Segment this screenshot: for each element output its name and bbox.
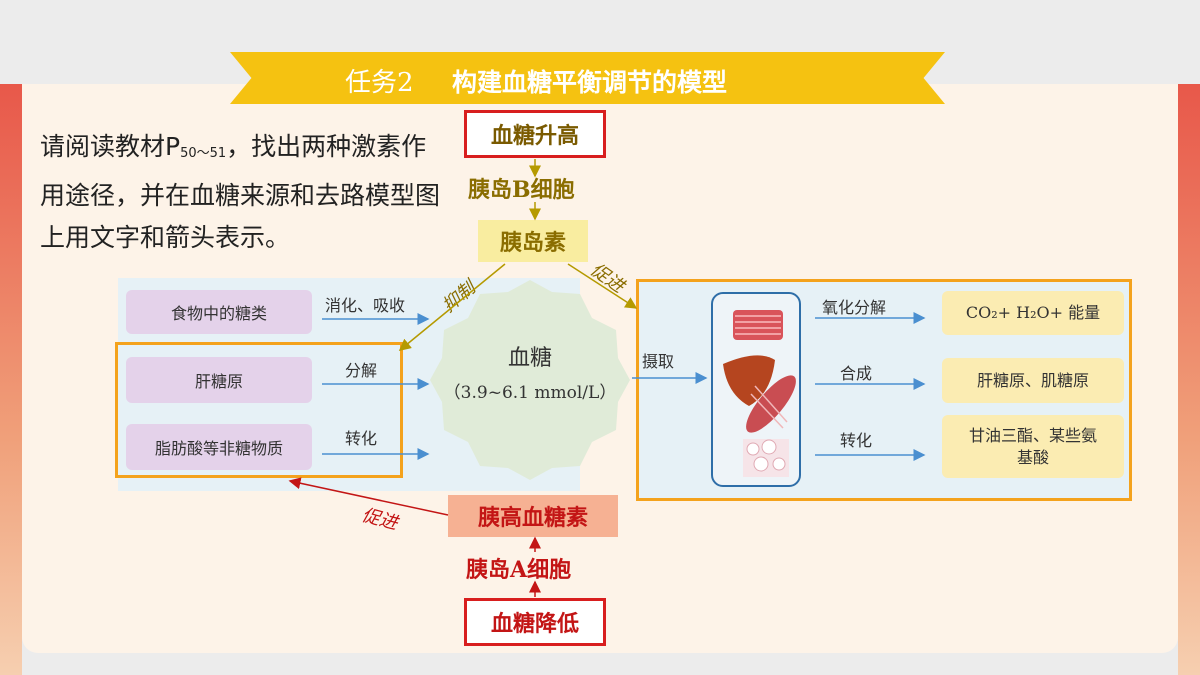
glucagon-box: 胰高血糖素	[448, 495, 618, 537]
source-liver-glycogen: 肝糖原	[126, 357, 312, 403]
instructions-page-range: 50～51	[180, 146, 227, 161]
task-label: 任务2	[345, 68, 414, 98]
title-banner	[230, 52, 945, 104]
process-decompose: 分解	[345, 361, 378, 380]
process-synthesize: 合成	[840, 364, 873, 383]
uptake-label: 摄取	[642, 352, 675, 371]
result-triglyceride: 甘油三酯、某些氨基酸	[942, 415, 1124, 478]
blood-sugar-range: （3.9~6.1 mmol/L）	[443, 383, 617, 403]
process-oxidize: 氧化分解	[822, 298, 887, 317]
organ-illustrations	[723, 310, 796, 477]
source-food-sugar: 食物中的糖类	[126, 290, 312, 334]
glucose-rise-box: 血糖升高	[464, 110, 606, 158]
page-title: 构建血糖平衡调节的模型	[452, 68, 728, 97]
liver-source-frame	[115, 342, 403, 478]
left-side-bar	[0, 84, 22, 675]
alpha-cell-label: 胰岛A细胞	[466, 557, 572, 583]
result-glycogen: 肝糖原、肌糖原	[942, 358, 1124, 403]
tissue-icon	[733, 310, 783, 340]
insulin-box: 胰岛素	[478, 220, 588, 262]
organ-panel	[711, 292, 801, 487]
instructions-before: 请阅读教材P	[40, 132, 181, 161]
process-convert: 转化	[345, 429, 378, 448]
result-energy: CO₂+ H₂O+ 能量	[942, 291, 1124, 335]
muscle-icon	[746, 375, 796, 433]
instructions-after: ，找出两种激素作用途径，并在血糖来源和去路模型图上用文字和箭头表示。	[40, 132, 441, 252]
glucose-fall-box: 血糖降低	[464, 598, 606, 646]
process-digest-absorb: 消化、吸收	[325, 296, 406, 315]
process-transform: 转化	[840, 431, 873, 450]
instructions: 请阅读教材P50～51，找出两种激素作用途径，并在血糖来源和去路模型图上用文字和…	[40, 126, 440, 259]
beta-cell-label: 胰岛B细胞	[468, 177, 575, 203]
right-side-bar	[1178, 84, 1200, 675]
blood-sugar-title: 血糖	[507, 346, 552, 371]
fat-cell-icon	[743, 439, 789, 477]
source-non-sugar: 脂肪酸等非糖物质	[126, 424, 312, 470]
